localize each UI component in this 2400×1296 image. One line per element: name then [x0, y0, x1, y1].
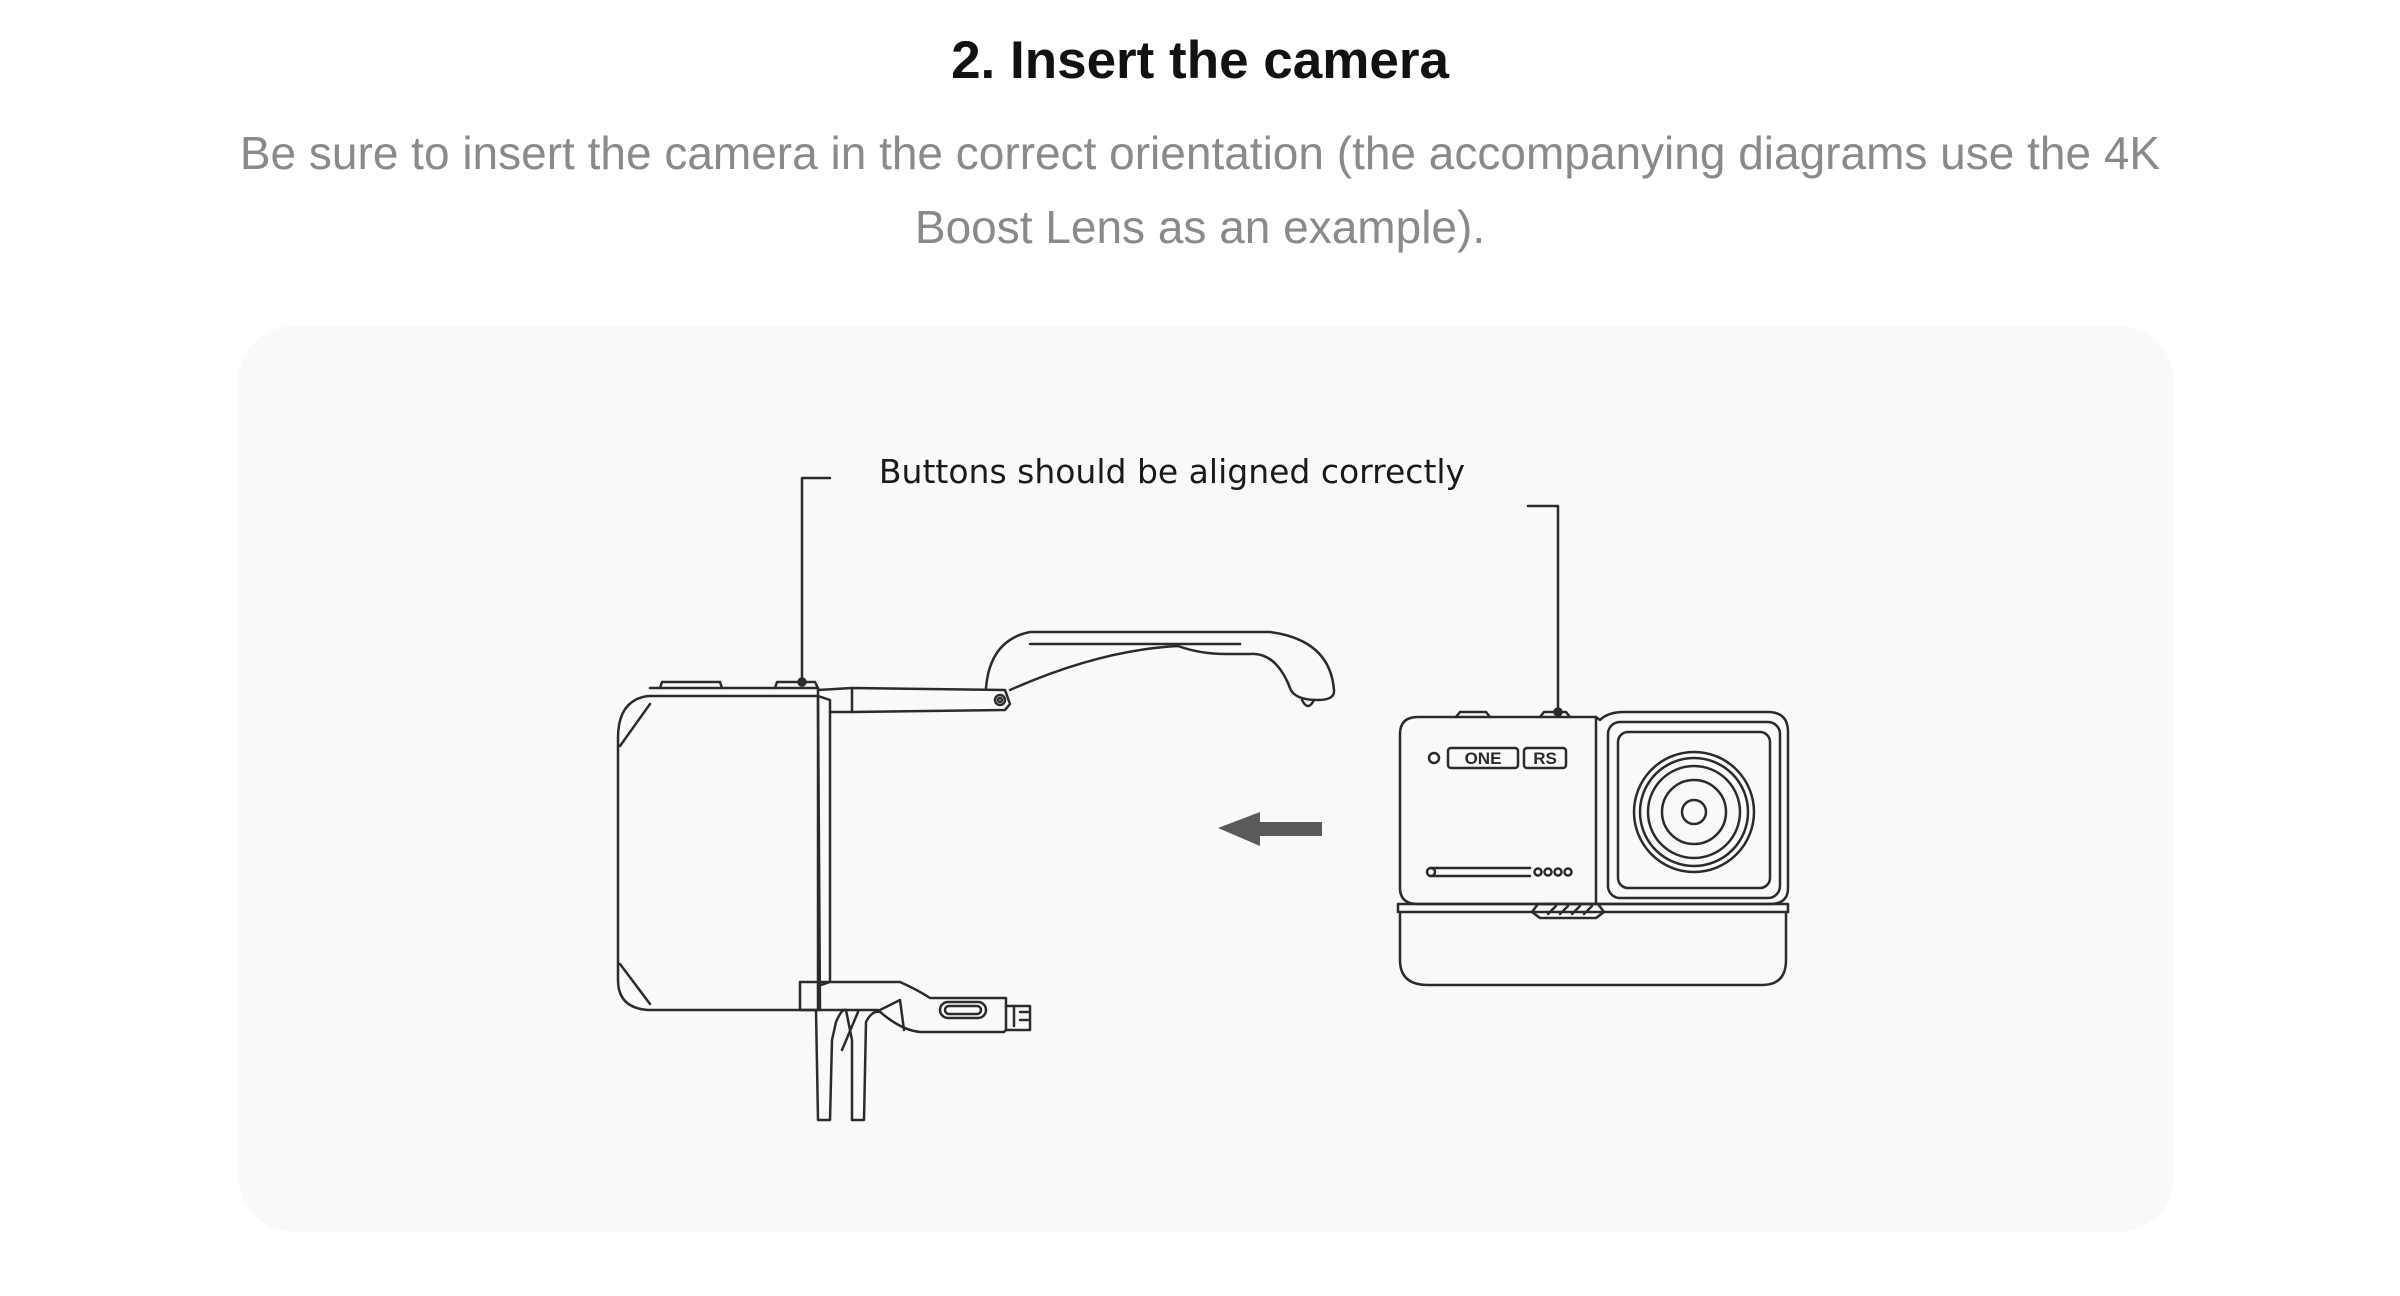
callout-label: Buttons should be aligned correctly — [879, 452, 1465, 491]
callout-leader-left — [797, 476, 832, 687]
insert-direction-arrow — [1218, 812, 1322, 846]
callout-leader-right — [1526, 504, 1563, 717]
camera-logo-one: ONE — [1465, 749, 1502, 768]
section-description: Be sure to insert the camera in the corr… — [239, 127, 2161, 253]
camera-illustration — [1396, 710, 1790, 987]
section-title: 2. Insert the camera — [951, 31, 1449, 90]
figure-panel — [238, 326, 2174, 1232]
camera-logo-rs: RS — [1533, 749, 1557, 768]
mount-frame-illustration — [616, 630, 1336, 1122]
